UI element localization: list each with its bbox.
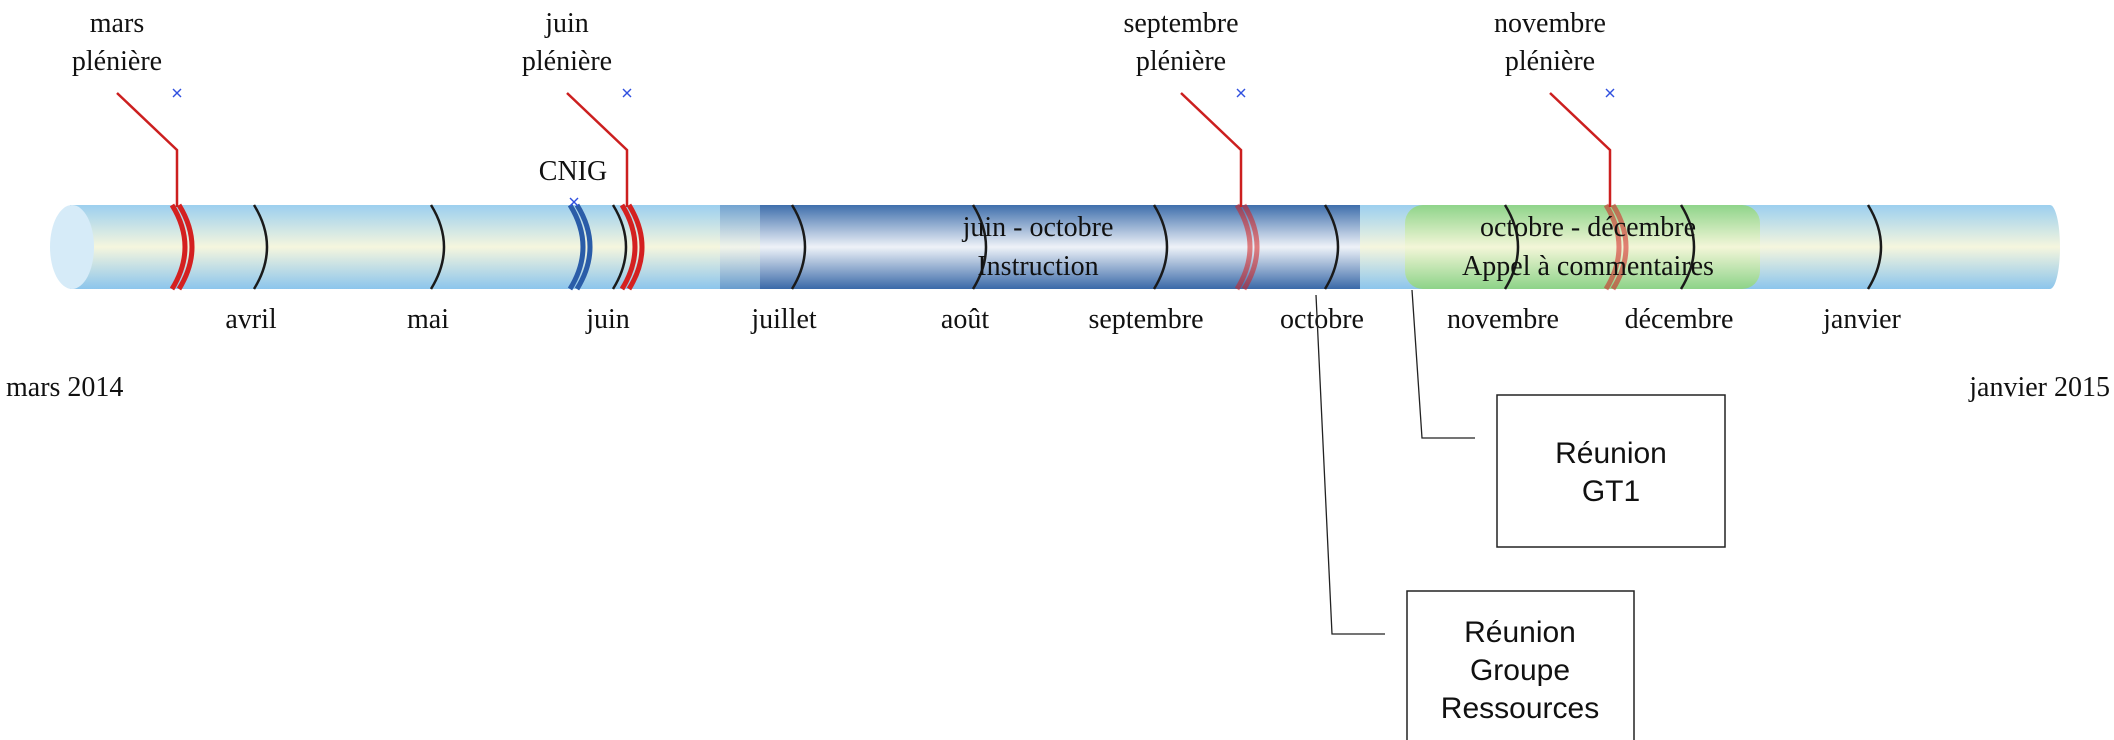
callout-ressources-line3: Ressources [1441,692,1599,725]
callout-connectors [1315,289,1475,635]
callout-ressources: Réunion Groupe Ressources [1406,590,1635,740]
plenary-marker-juin [619,203,645,291]
milestone-juin-line1: juin [544,8,589,39]
leader-line-septembre [1180,92,1243,207]
plenary-marker-septembre [1234,203,1260,291]
anchor-cross-icon [569,197,579,207]
period-instruction-line2: Instruction [977,251,1098,282]
month-boundary-arc [1679,204,1696,290]
period-instruction-line1: juin - octobre [962,212,1114,243]
cnig-label: CNIG [539,156,607,187]
month-labels: avril mai juin juillet août septembre octobre n… [225,304,1901,335]
month-label: juillet [750,304,817,335]
month-boundary-arc [971,204,988,290]
period-comments-line2: Appel à commentaires [1462,251,1714,282]
timeline-end-label: janvier 2015 [1968,372,2110,403]
month-label: décembre [1625,304,1734,335]
month-boundary-arc [1503,204,1520,290]
month-label: juin [585,304,630,335]
milestone-novembre-line1: novembre [1494,8,1606,39]
leader-lines [116,92,1612,207]
callout-gt1-box [1496,394,1726,548]
milestone-septembre-line1: septembre [1123,8,1238,39]
plenary-marker-mars [169,203,195,291]
anchor-cross-icon [172,88,182,98]
month-label: septembre [1088,304,1203,335]
anchor-cross-icon [622,88,632,98]
month-boundary-arc [611,204,628,290]
month-boundary-arc [252,204,269,290]
month-boundary-arc [1866,204,1883,290]
anchor-cross-icon [1605,88,1615,98]
month-boundary-arc [1152,204,1169,290]
month-label: octobre [1280,304,1364,335]
month-label: avril [225,304,277,335]
plenary-marker-novembre [1603,203,1629,291]
anchor-marks [172,88,1615,207]
milestone-novembre-line2: plénière [1505,46,1595,77]
month-label: mai [407,304,449,335]
callout-gt1-line1: Réunion [1555,437,1667,470]
leader-line-mars [116,92,179,207]
leader-line-novembre [1549,92,1612,207]
leader-line-juin [566,92,629,207]
month-boundary-arc [429,204,446,290]
callout-ressources-line1: Réunion [1464,616,1576,649]
month-label: janvier [1822,304,1901,335]
month-label: août [941,304,989,335]
connector-gt1 [1411,289,1475,439]
month-boundary-arc [1323,204,1340,290]
cnig-marker [567,203,593,291]
milestone-mars-line1: mars [90,8,144,39]
period-comments-line1: octobre - décembre [1480,212,1696,243]
milestone-septembre-line2: plénière [1136,46,1226,77]
month-boundary-arc [790,204,807,290]
period-band-comments [1405,205,1760,289]
period-labels: juin - octobre Instruction octobre - déc… [962,212,1714,282]
milestone-mars-line2: plénière [72,46,162,77]
callout-gt1: Réunion GT1 [1496,394,1726,548]
milestone-juin-line2: plénière [522,46,612,77]
callout-gt1-line2: GT1 [1582,475,1640,508]
anchor-cross-icon [1236,88,1246,98]
callout-ressources-box [1406,590,1635,740]
month-label: novembre [1447,304,1559,335]
timeline-start-label: mars 2014 [6,372,123,403]
connector-ressources [1315,294,1385,635]
milestone-labels: mars plénière juin plénière septembre pl… [72,8,1606,187]
callout-ressources-line2: Groupe [1470,654,1570,687]
